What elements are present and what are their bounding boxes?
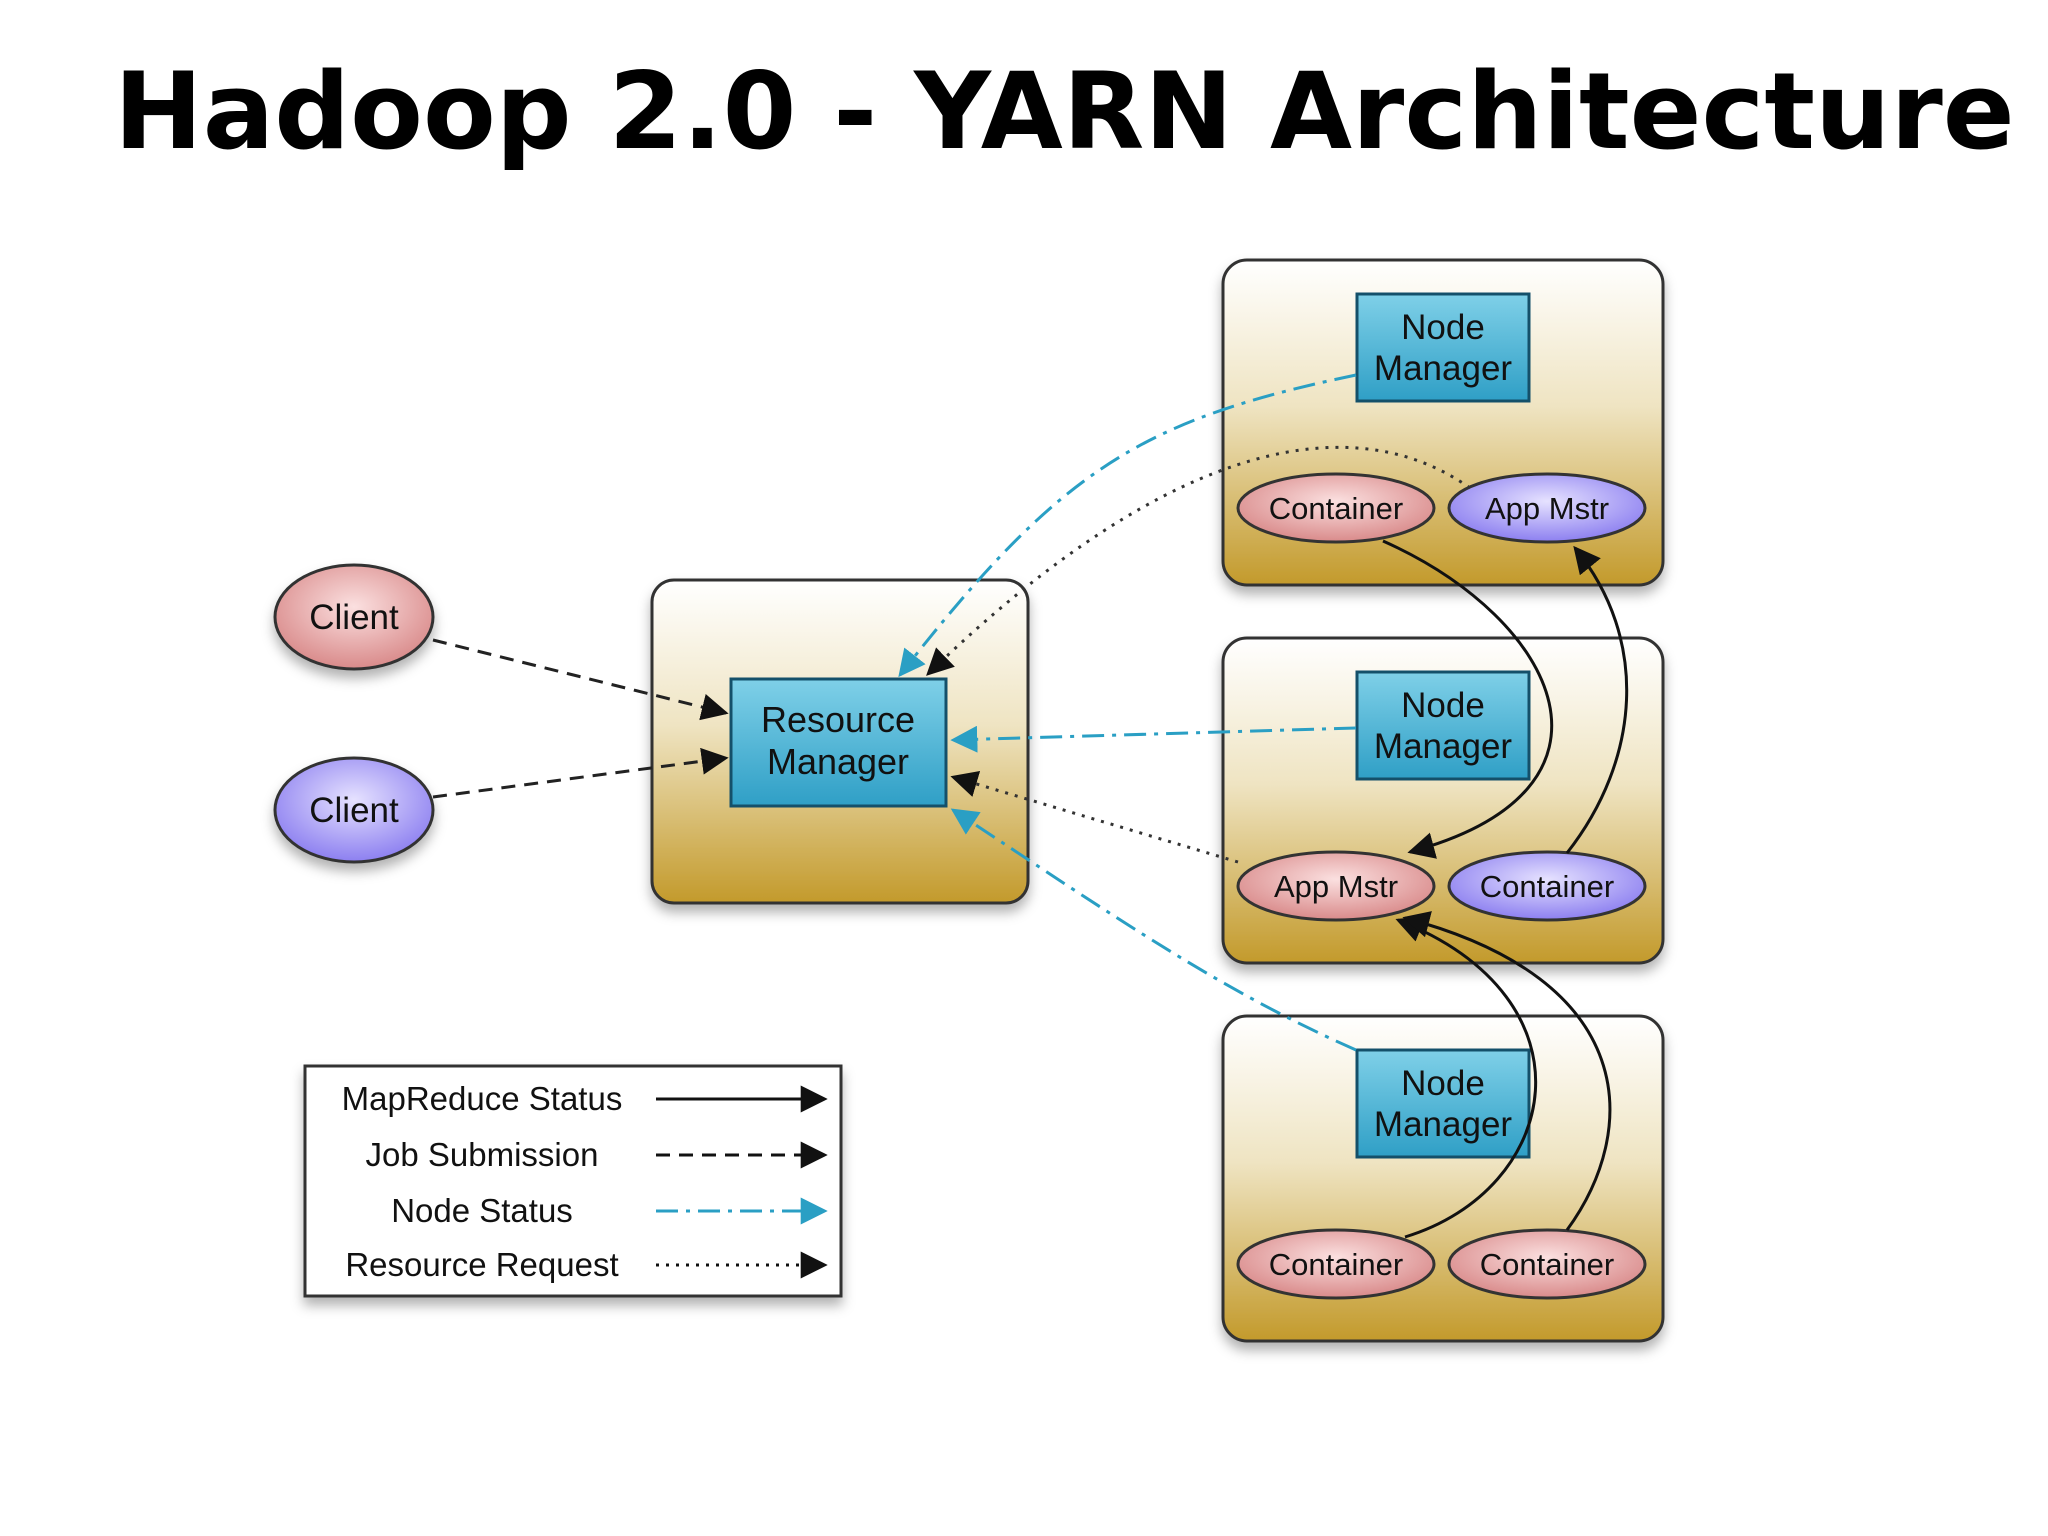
node1-right-label: App Mstr bbox=[1485, 491, 1609, 526]
node-manager-line1: Node bbox=[1401, 1064, 1485, 1103]
mapreduce-status-arrow-1 bbox=[1382, 539, 1554, 859]
node-manager-line1: Node bbox=[1401, 308, 1485, 347]
node-panel-3: Node Manager Container Container bbox=[1221, 1014, 1665, 1343]
client-blue-label: Client bbox=[309, 791, 399, 830]
mapreduce-status-arrow-2 bbox=[1565, 545, 1629, 854]
client-red-label: Client bbox=[309, 598, 399, 637]
node2-left-label: App Mstr bbox=[1274, 869, 1398, 904]
app-master-ellipse bbox=[1447, 472, 1647, 544]
legend-label-node-status: Node Status bbox=[391, 1192, 573, 1229]
node-status-arrow-1 bbox=[898, 373, 1357, 678]
container-ellipse bbox=[1236, 472, 1436, 544]
node-manager-line2: Manager bbox=[1374, 727, 1512, 766]
node-manager-box bbox=[1355, 670, 1531, 781]
client-blue: Client bbox=[273, 756, 435, 864]
node-panel-2: Node Manager App Mstr Container bbox=[1221, 636, 1665, 965]
job-submission-arrow-2 bbox=[432, 747, 729, 799]
node3-right-label: Container bbox=[1480, 1247, 1614, 1282]
resource-manager-box bbox=[729, 677, 948, 808]
node-manager-line2: Manager bbox=[1374, 1105, 1512, 1144]
legend-label-mapreduce-status: MapReduce Status bbox=[342, 1080, 623, 1117]
container-ellipse bbox=[1447, 1228, 1647, 1300]
legend: MapReduce Status Job Submission Node Sta… bbox=[303, 1064, 843, 1298]
container-ellipse bbox=[1236, 1228, 1436, 1300]
legend-label-resource-request: Resource Request bbox=[345, 1246, 618, 1283]
job-submission-arrow-1 bbox=[432, 638, 729, 721]
node3-left-label: Container bbox=[1269, 1247, 1403, 1282]
node-manager-line1: Node bbox=[1401, 686, 1485, 725]
client-red: Client bbox=[273, 563, 435, 671]
legend-box bbox=[303, 1064, 843, 1298]
node2-right-label: Container bbox=[1480, 869, 1614, 904]
node-manager-line2: Manager bbox=[1374, 349, 1512, 388]
node-status-arrow-2 bbox=[950, 725, 1357, 753]
legend-label-job-submission: Job Submission bbox=[366, 1136, 599, 1173]
resource-manager-line1: Resource bbox=[761, 699, 915, 740]
resource-manager-line2: Manager bbox=[767, 741, 909, 782]
mapreduce-status-arrow-4 bbox=[1402, 911, 1612, 1231]
node-panel-1: Node Manager Container App Mstr bbox=[1221, 258, 1665, 587]
node1-left-label: Container bbox=[1269, 491, 1403, 526]
app-master-ellipse bbox=[1236, 850, 1436, 922]
mapreduce-status-arrow-3 bbox=[1395, 916, 1537, 1239]
node-manager-box bbox=[1355, 292, 1531, 403]
node-manager-box bbox=[1355, 1048, 1531, 1159]
container-ellipse bbox=[1447, 850, 1647, 922]
resource-manager-panel: Resource Manager bbox=[650, 578, 1030, 905]
slide-title: Hadoop 2.0 - YARN Architecture bbox=[114, 50, 2015, 173]
node-status-arrow-3 bbox=[950, 808, 1357, 1052]
